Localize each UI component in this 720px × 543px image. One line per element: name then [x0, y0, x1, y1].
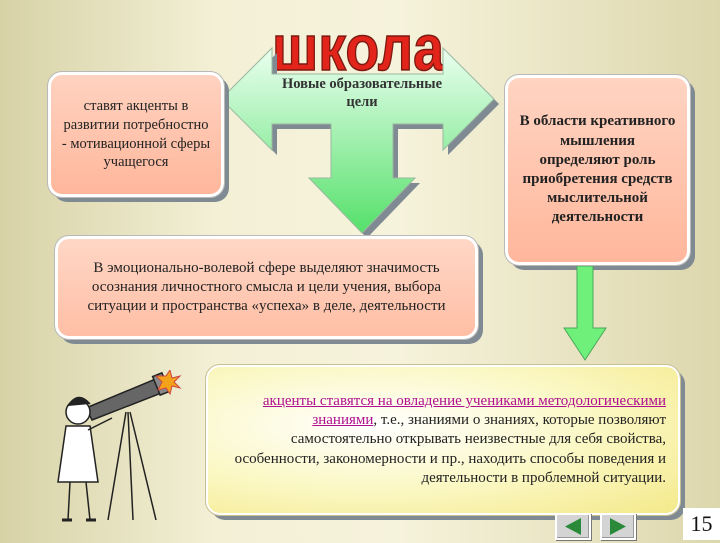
triangle-right-icon [610, 518, 626, 535]
center-label: Новые образовательные цели [282, 76, 443, 111]
telescope-person-illustration [57, 370, 182, 522]
title-text: школа [272, 18, 444, 80]
back-button[interactable] [555, 513, 591, 540]
page-number: 15 [683, 508, 720, 540]
title-wordart: школа [271, 18, 445, 80]
result-underlined-text: акценты ставятся на овладение учениками … [262, 393, 666, 429]
emotional-box: В эмоционально-волевой сфере выделяют зн… [54, 235, 479, 340]
forward-button[interactable] [600, 513, 636, 540]
result-text: , т.е., знаниями о знаниях, которые позв… [234, 412, 666, 486]
creative-box: В области креативного мышления определяю… [504, 74, 691, 266]
result-box: акценты ставятся на овладение учениками … [205, 364, 681, 516]
arrow-shape [220, 46, 499, 238]
triangle-left-icon [565, 518, 581, 535]
arrow-fill [220, 46, 495, 234]
motivation-box: ставят акценты в развитии потребностно -… [47, 71, 225, 198]
star-icon [154, 370, 182, 396]
down-arrow [563, 266, 607, 361]
